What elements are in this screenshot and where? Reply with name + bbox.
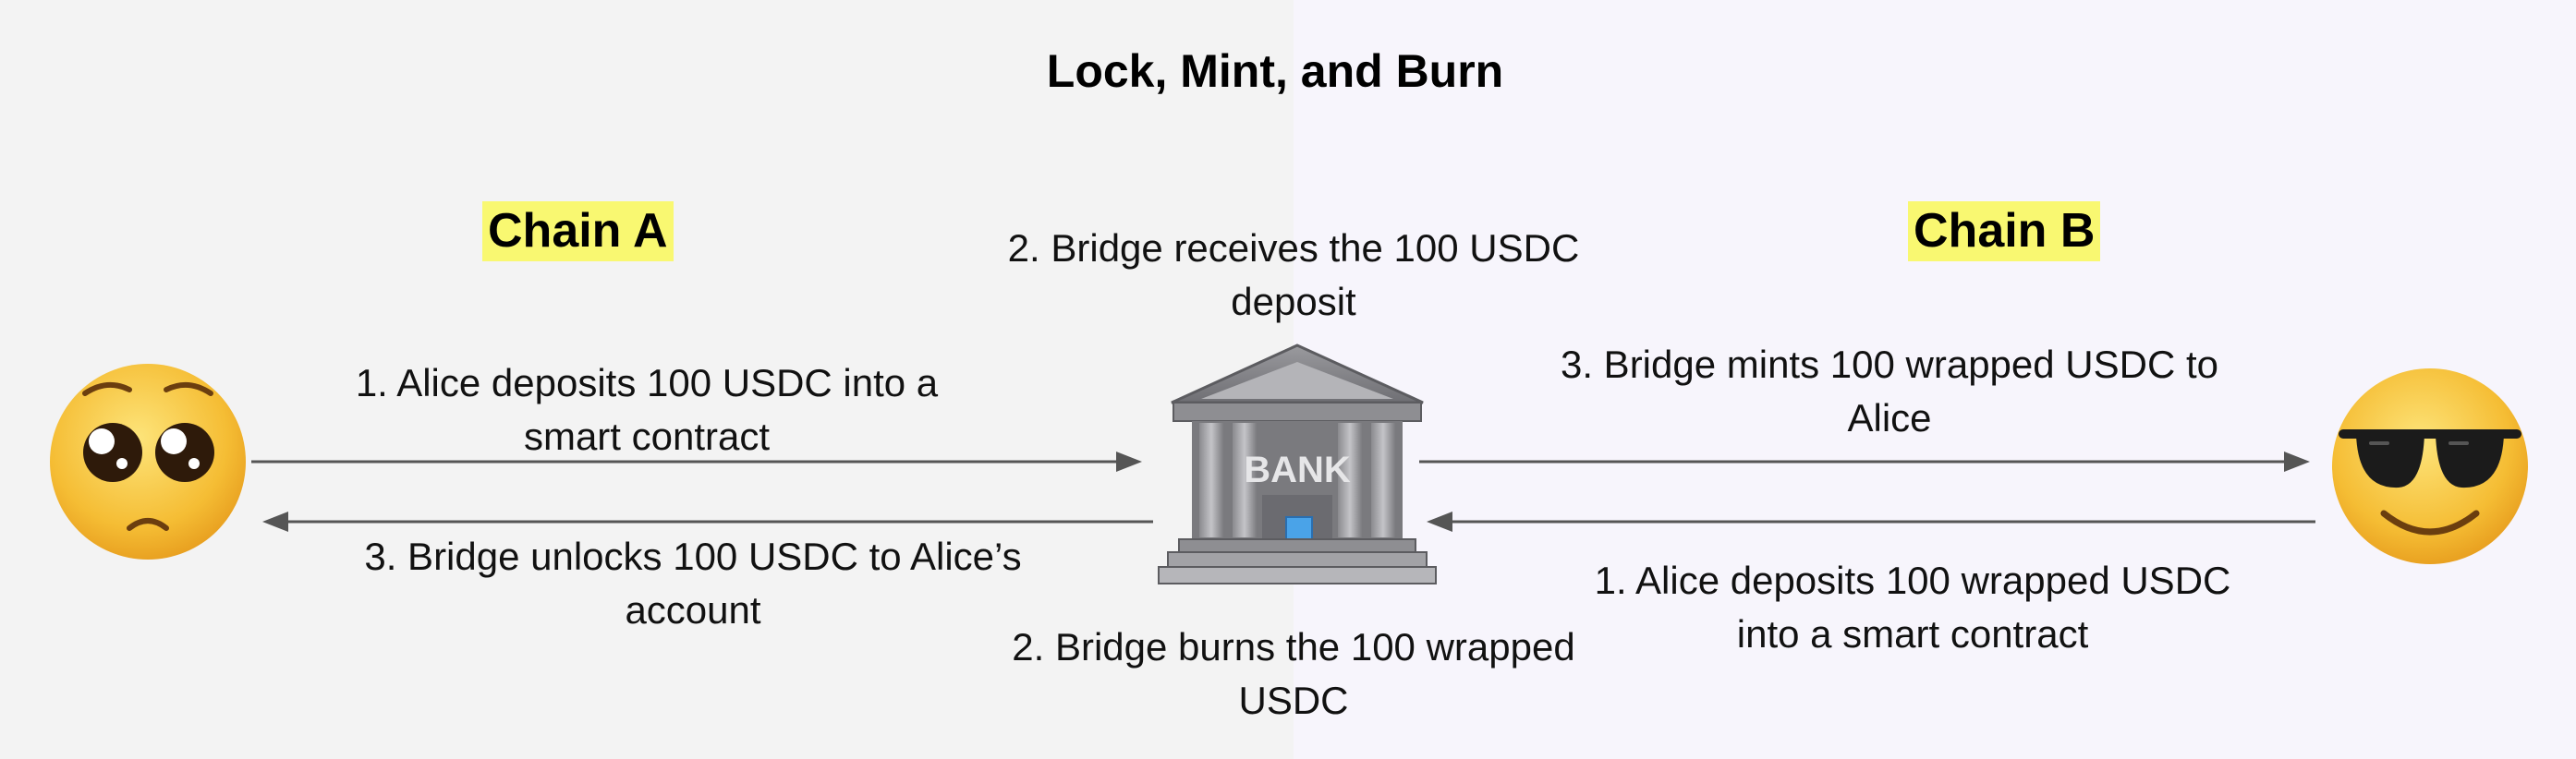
step-bridge-receive: 2. Bridge receives the 100 USDC deposit: [1007, 226, 1580, 323]
step-chain-a-unlock: 3. Bridge unlocks 100 USDC to Alice’s ac…: [364, 535, 1022, 632]
chain-b-label: Chain B: [1908, 201, 2101, 262]
step-bridge-burn: 2. Bridge burns the 100 wrapped USDC: [1012, 625, 1575, 722]
step-chain-b-mint: 3. Bridge mints 100 wrapped USDC to Alic…: [1560, 343, 2218, 440]
step-chain-b-deposit: 1. Alice deposits 100 wrapped USDC into …: [1594, 559, 2231, 656]
step-chain-a-deposit: 1. Alice deposits 100 USDC into a smart …: [355, 361, 939, 458]
arrow-b-to-bridge: [1427, 512, 2315, 532]
arrow-a-to-bridge: [251, 452, 1142, 472]
chain-a-background: [0, 0, 1294, 759]
arrow-bridge-to-a: [262, 512, 1153, 532]
bank-sign: BANK: [1244, 450, 1351, 490]
sunglasses-face-emoji: [2332, 368, 2528, 564]
bank-building-icon: BANK: [1158, 343, 1437, 584]
arrow-bridge-to-b: [1419, 452, 2310, 472]
diagram-title: Lock, Mint, and Burn: [1046, 45, 1504, 97]
chain-a-label: Chain A: [482, 201, 674, 262]
pleading-face-emoji: [50, 364, 246, 560]
chain-b-background: [1294, 0, 2576, 759]
